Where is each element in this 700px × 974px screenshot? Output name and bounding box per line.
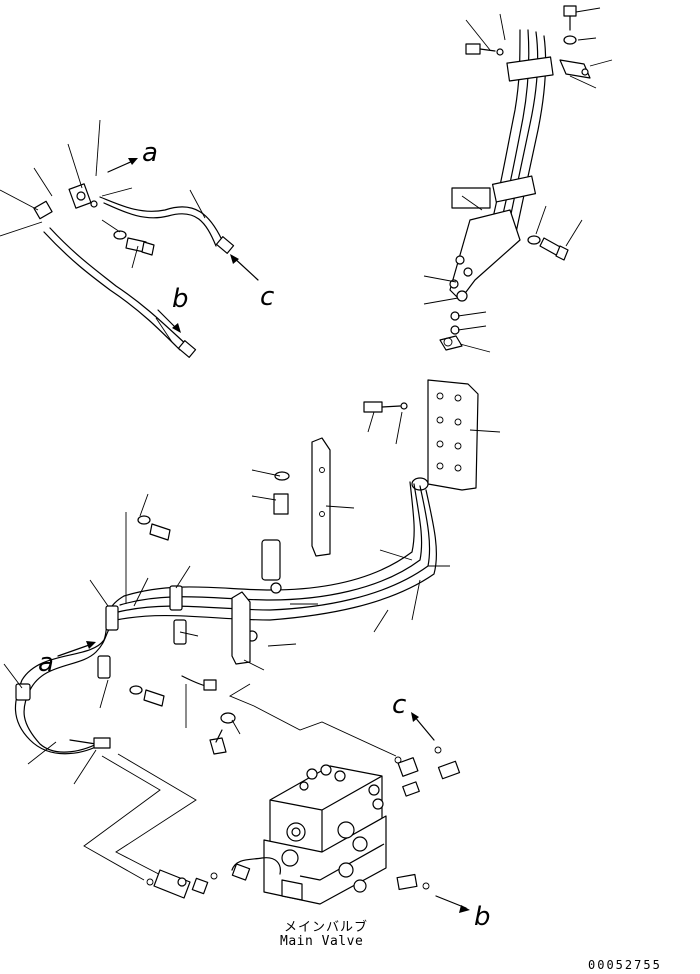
main-hose-run xyxy=(3,437,450,785)
routing-guide-lines xyxy=(83,683,397,885)
label-c-low: c xyxy=(392,690,407,720)
part-number: 00052755 xyxy=(588,958,662,972)
detail-hose-group-top-left xyxy=(0,119,259,358)
label-b-top: b xyxy=(172,284,189,314)
label-a-top: a xyxy=(142,138,158,168)
vertical-hose-bundle xyxy=(423,5,613,305)
fittings-stack xyxy=(439,311,491,353)
label-a-mid: a xyxy=(38,648,54,678)
main-valve-label-jp: メインバルブ xyxy=(284,920,369,935)
main-valve-label-en: Main Valve xyxy=(280,934,364,949)
bracket-plate-right xyxy=(363,379,501,491)
label-b-low: b xyxy=(474,902,491,932)
main-valve-assembly xyxy=(146,712,470,913)
label-c-top: c xyxy=(260,282,275,312)
